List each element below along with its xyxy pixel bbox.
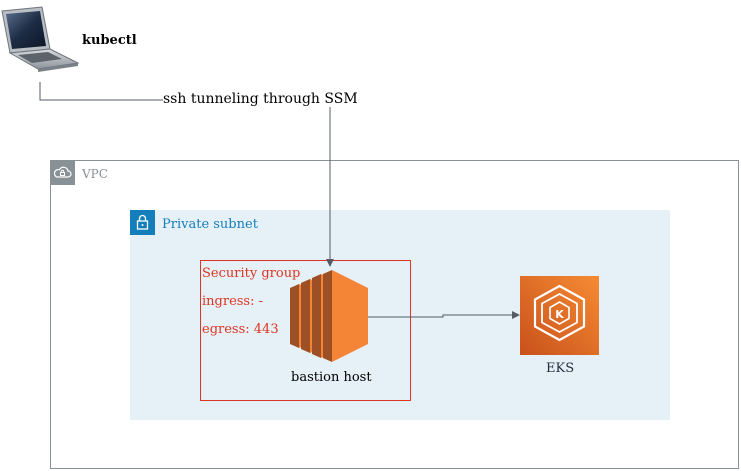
padlock-icon (130, 210, 155, 235)
eks-label: EKS (546, 361, 575, 376)
vpc-label: VPC (82, 167, 108, 181)
subnet-label: Private subnet (162, 217, 258, 232)
eks-icon: K (520, 276, 599, 355)
laptop-icon (0, 5, 80, 75)
security-group-box (200, 260, 411, 401)
vpc-group (50, 160, 739, 469)
ec2-instance-icon (290, 270, 368, 362)
ssh-connector (39, 82, 334, 267)
security-group-ingress: ingress: - (202, 294, 264, 309)
bastion-host-label: bastion host (291, 370, 372, 385)
cloud-lock-icon (50, 160, 75, 185)
security-group-egress: egress: 443 (202, 322, 279, 337)
bastion-to-eks-connector (368, 311, 520, 319)
svg-text:K: K (555, 308, 564, 321)
ssh-tunnel-label: ssh tunneling through SSM (163, 91, 358, 107)
security-group-title: Security group (202, 266, 301, 281)
kubectl-label: kubectl (82, 33, 137, 48)
